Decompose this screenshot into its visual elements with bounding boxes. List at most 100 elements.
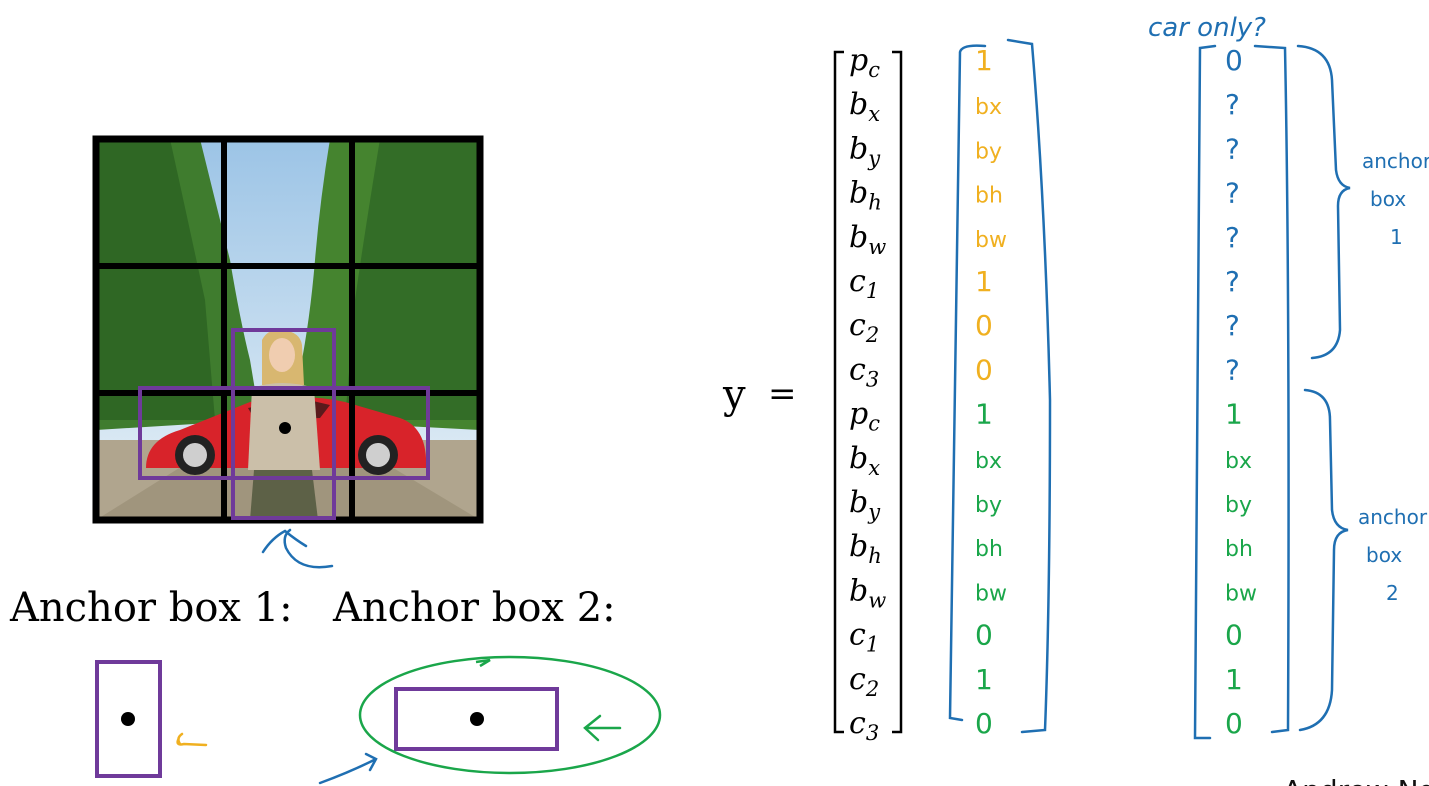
equals-sign: =: [768, 374, 797, 414]
left-matrix-bracket: [835, 52, 844, 732]
column-value: by: [975, 493, 1002, 518]
brace-label-word: box: [1370, 187, 1406, 211]
column-value: ?: [1225, 221, 1240, 254]
column-value: by: [975, 139, 1002, 164]
vector-entry-subscript: 3: [866, 367, 879, 391]
vector-entry-subscript: w: [868, 235, 886, 259]
column-value: 0: [975, 707, 993, 740]
column-value: bx: [975, 449, 1002, 474]
column-value: 0: [1225, 44, 1243, 77]
brace-label-word: 2: [1386, 581, 1399, 605]
vector-entry: c1: [849, 618, 879, 657]
vector-entry-base: b: [849, 573, 868, 608]
vector-entry: bh: [849, 529, 882, 568]
column-value: 1: [1225, 398, 1243, 431]
vector-entry-subscript: 2: [865, 323, 879, 347]
vector-entry-base: p: [849, 43, 868, 78]
vector-entry-subscript: c: [868, 58, 880, 82]
vector-entry-subscript: x: [868, 102, 880, 126]
column-value: ?: [1225, 265, 1240, 298]
vector-entry: c2: [849, 308, 879, 347]
vector-entry: bh: [849, 176, 882, 215]
column-value: by: [1225, 493, 1252, 518]
column-value: bw: [975, 228, 1007, 253]
green-arrow-icon: [585, 716, 620, 740]
column-value: bh: [975, 537, 1003, 562]
vector-entry: pc: [849, 397, 880, 436]
vector-entry-base: b: [849, 220, 868, 255]
vector-entry-base: b: [849, 131, 868, 166]
column-value: 1: [975, 663, 993, 696]
column-value: ?: [1225, 88, 1240, 121]
column-value: 0: [975, 619, 993, 652]
vector-entry: c1: [849, 264, 879, 303]
column-value: 0: [1225, 707, 1243, 740]
blue-arrow-bottom: [320, 754, 376, 783]
column-value: 1: [1225, 663, 1243, 696]
anchor-box-1-dot: [121, 712, 135, 726]
brace-label-word: 1: [1390, 225, 1403, 249]
column-value: bw: [975, 581, 1007, 606]
vector-entry-subscript: y: [867, 500, 881, 524]
vector-entry: c3: [849, 352, 879, 391]
column-value: 1: [975, 44, 993, 77]
column-value: 1: [975, 398, 993, 431]
column-value: 1: [975, 265, 993, 298]
column-value: bh: [1225, 537, 1253, 562]
vector-entry: by: [849, 485, 881, 524]
y-label: y: [722, 372, 746, 418]
vector-entry-subscript: w: [868, 588, 886, 612]
column-value: ?: [1225, 132, 1240, 165]
vector-entry-base: b: [849, 176, 868, 211]
vector-entry: c3: [849, 706, 879, 745]
vector-entry: by: [849, 131, 881, 170]
brace-label-word: anchor: [1358, 505, 1428, 529]
vector-entry-base: p: [849, 397, 868, 432]
vector-entry: bx: [849, 441, 880, 480]
yellow-arrow-icon: [178, 734, 206, 745]
right-matrix-bracket: [892, 52, 901, 732]
vector-entry-subscript: 3: [866, 721, 879, 745]
vector-entry-base: b: [849, 441, 868, 476]
vector-entry: c2: [849, 662, 879, 701]
column-value: 0: [1225, 619, 1243, 652]
blue-arrow-under-grid: [263, 530, 332, 567]
vector-entry: bx: [849, 87, 880, 126]
vector-entry-subscript: h: [868, 544, 882, 568]
anchor-box-2-dot: [470, 712, 484, 726]
column-value: ?: [1225, 309, 1240, 342]
column-value: 0: [975, 353, 993, 386]
vector-entry: bw: [849, 573, 886, 612]
vector-entry-base: c: [849, 264, 866, 299]
car-only-note: car only?: [1148, 13, 1266, 43]
vector-entry-subscript: h: [868, 191, 882, 215]
column-value: bh: [975, 184, 1003, 209]
vector-entry-base: b: [849, 529, 868, 564]
vector-entry-base: c: [849, 352, 866, 387]
vector-entry: bw: [849, 220, 886, 259]
vector-entry-subscript: 1: [866, 279, 879, 303]
vector-entry-subscript: y: [867, 146, 881, 170]
anchor-1-curly-brace: [1298, 46, 1350, 358]
green-tick-on-circle: [476, 660, 490, 666]
vector-entry-base: c: [849, 706, 866, 741]
vector-entry: pc: [849, 43, 880, 82]
vector-entry-base: c: [849, 662, 866, 697]
shared-midpoint-dot: [279, 422, 291, 434]
column-value: bw: [1225, 581, 1257, 606]
vector-entry-base: c: [849, 618, 866, 653]
column-value: 0: [975, 309, 993, 342]
vector-entry-subscript: 2: [865, 677, 879, 701]
column-value: bx: [1225, 449, 1252, 474]
anchor-2-curly-brace: [1300, 390, 1348, 730]
column-value: ?: [1225, 177, 1240, 210]
author-credit: Andrew Ng: [1283, 774, 1429, 786]
vector-entry-subscript: 1: [866, 633, 879, 657]
vector-entry-base: c: [849, 308, 866, 343]
vector-entry-subscript: c: [868, 412, 880, 436]
